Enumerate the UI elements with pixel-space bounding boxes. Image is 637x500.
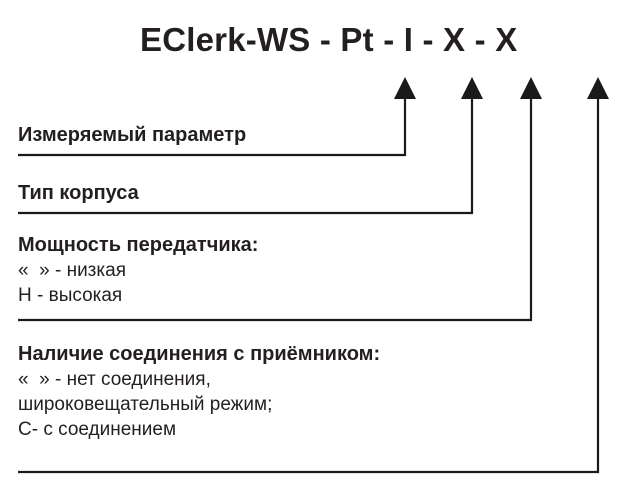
callout-heading: Мощность передатчика: (18, 234, 259, 256)
callout-block-receiver-connection: Наличие соединения с приёмником: « » - н… (18, 341, 380, 442)
arrow-up-icon-4 (587, 77, 609, 99)
callout-option-line: « » - низкая (18, 260, 126, 281)
arrow-up-icon-2 (461, 77, 483, 99)
arrow-up-icon-3 (520, 77, 542, 99)
page-title: EClerk-WS - Pt - I - X - X (140, 21, 518, 58)
callout-block-housing-type: Тип корпуса (18, 180, 139, 206)
callout-block-measured-parameter: Измеряемый параметр (18, 122, 246, 148)
callout-option-line: Н - высокая (18, 285, 123, 306)
callout-heading: Измеряемый параметр (18, 124, 247, 146)
callout-heading: Тип корпуса (18, 182, 139, 204)
arrowhead-group (394, 77, 609, 99)
callout-option-line: С- с соединением (18, 419, 177, 440)
callout-heading: Наличие соединения с приёмником: (18, 343, 381, 365)
callout-block-transmitter-power: Мощность передатчика: « » - низкая Н - в… (18, 232, 258, 308)
arrow-up-icon-1 (394, 77, 416, 99)
callout-option-line: широковещательный режим; (18, 394, 273, 415)
callout-option-line: « » - нет соединения, (18, 369, 211, 390)
